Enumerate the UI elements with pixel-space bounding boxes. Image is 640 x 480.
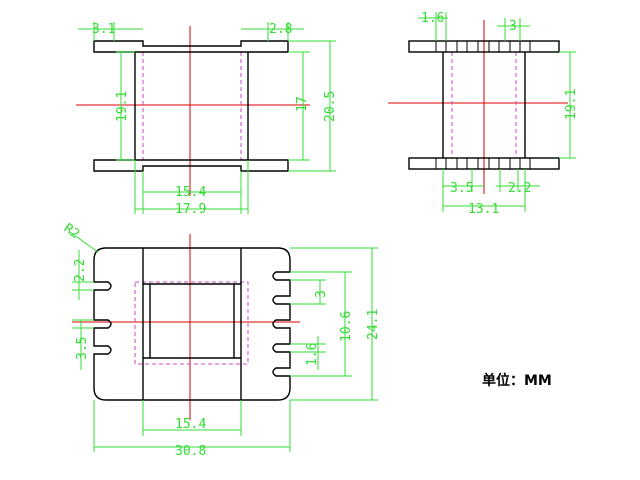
top-dim-slot-pitch: 3 — [314, 290, 329, 298]
front-view: 3.1 2.8 19.1 17 20.5 15.4 17.9 — [76, 22, 338, 217]
top-dim-radius: R2 — [61, 221, 82, 242]
front-dimension-lines — [78, 22, 336, 214]
front-dim-width-outer: 17.9 — [175, 202, 206, 217]
side-dim-width: 13.1 — [468, 202, 499, 217]
side-dim-pin-width: 1.6 — [421, 11, 444, 26]
front-hidden-lines — [142, 52, 242, 160]
top-dim-height: 24.1 — [366, 309, 381, 340]
side-hidden-lines — [451, 52, 517, 158]
unit-label: 单位：MM — [482, 372, 552, 389]
front-dim-height-17: 17 — [295, 96, 310, 112]
top-dim-core-width: 15.4 — [175, 417, 206, 432]
front-dim-flange-right: 2.8 — [269, 22, 292, 37]
side-outline — [408, 40, 560, 170]
side-pin-lines — [435, 41, 531, 169]
top-dim-slot-width: 1.6 — [305, 343, 320, 366]
top-hidden-core — [134, 281, 249, 365]
front-dim-height-inner: 19.1 — [115, 91, 130, 122]
top-dim-width: 30.8 — [175, 444, 206, 459]
side-dim-height: 19.1 — [564, 89, 579, 120]
top-view: R2 2.2 3.5 3 1.6 10.6 24.1 15.4 30.8 — [61, 221, 381, 459]
front-dim-height-outer: 20.5 — [323, 91, 338, 122]
side-dim-left-offset: 3.5 — [450, 181, 473, 196]
side-dim-pin-gap: 2.2 — [508, 181, 531, 196]
top-dim-slot-span: 10.6 — [339, 311, 354, 342]
front-outline — [93, 40, 289, 172]
side-view: 1.6 3 19.1 3.5 2.2 13.1 — [388, 11, 579, 217]
front-dim-flange-left: 3.1 — [92, 22, 115, 37]
side-dimension-lines — [418, 12, 576, 212]
front-dim-width-inner: 15.4 — [175, 185, 206, 200]
top-outline — [93, 247, 291, 401]
side-dim-pin-pitch: 3 — [509, 19, 517, 34]
top-dim-slot-left: 3.5 — [75, 337, 90, 360]
top-dimension-lines — [69, 231, 378, 452]
top-dim-slot-top: 2.2 — [73, 259, 88, 282]
